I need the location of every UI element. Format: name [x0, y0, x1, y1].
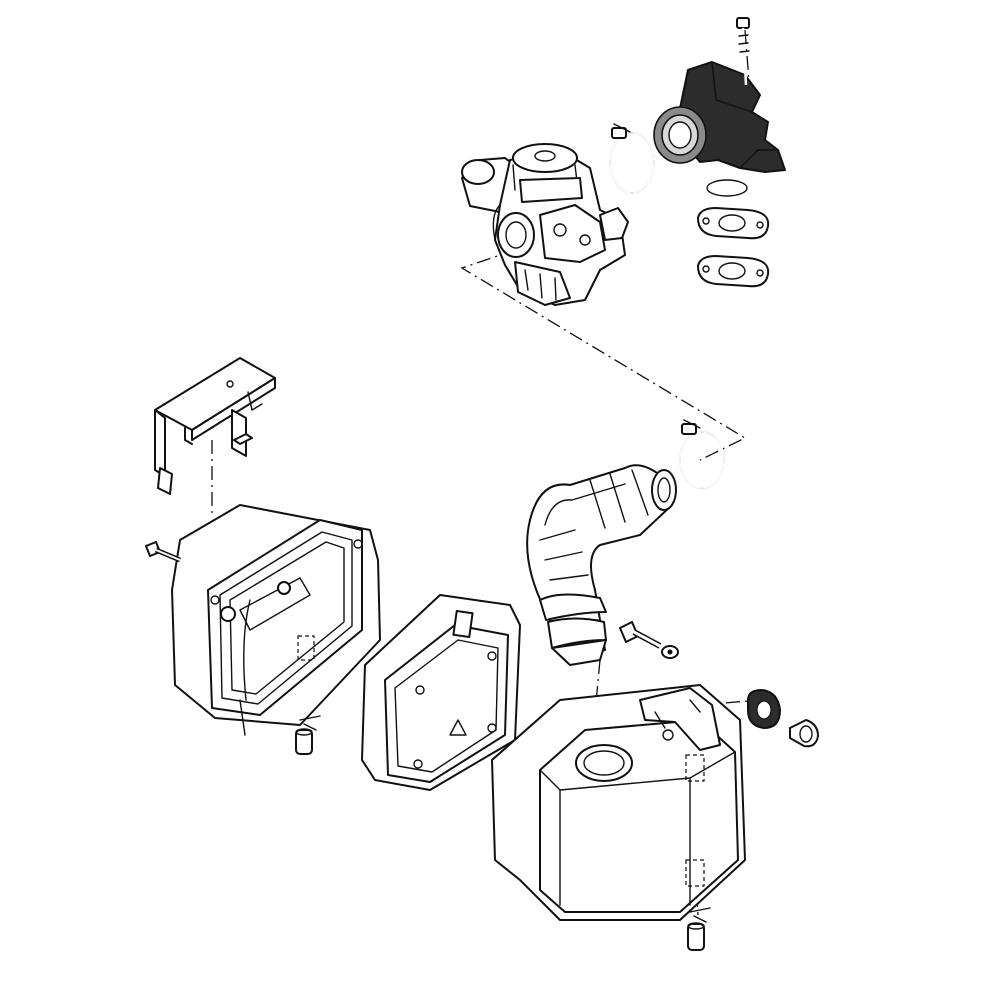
- intake-duct-clamp[interactable]: [679, 419, 725, 489]
- carburetor-clamp[interactable]: [609, 123, 655, 194]
- manifold-o-ring[interactable]: [706, 179, 748, 197]
- manifold-gasket-upper[interactable]: [697, 207, 770, 240]
- air-box-cover[interactable]: [171, 504, 381, 736]
- air-box-bracket[interactable]: [154, 357, 276, 495]
- carburetor[interactable]: [461, 143, 629, 306]
- grommet[interactable]: [747, 689, 781, 729]
- air-filter-element[interactable]: [361, 594, 521, 791]
- cover-drain-plug[interactable]: [295, 715, 321, 755]
- case-mount-washer[interactable]: [661, 645, 679, 659]
- grommet-collar[interactable]: [789, 719, 819, 748]
- case-mount-bolt[interactable]: [619, 621, 662, 649]
- cover-screw[interactable]: [145, 541, 181, 563]
- intake-manifold[interactable]: [653, 61, 786, 173]
- manifold-gasket-lower[interactable]: [697, 255, 770, 288]
- intake-duct[interactable]: [526, 464, 677, 666]
- case-drain-plug[interactable]: [687, 907, 711, 951]
- air-box-case[interactable]: [491, 684, 746, 921]
- manifold-bolt[interactable]: [736, 17, 750, 86]
